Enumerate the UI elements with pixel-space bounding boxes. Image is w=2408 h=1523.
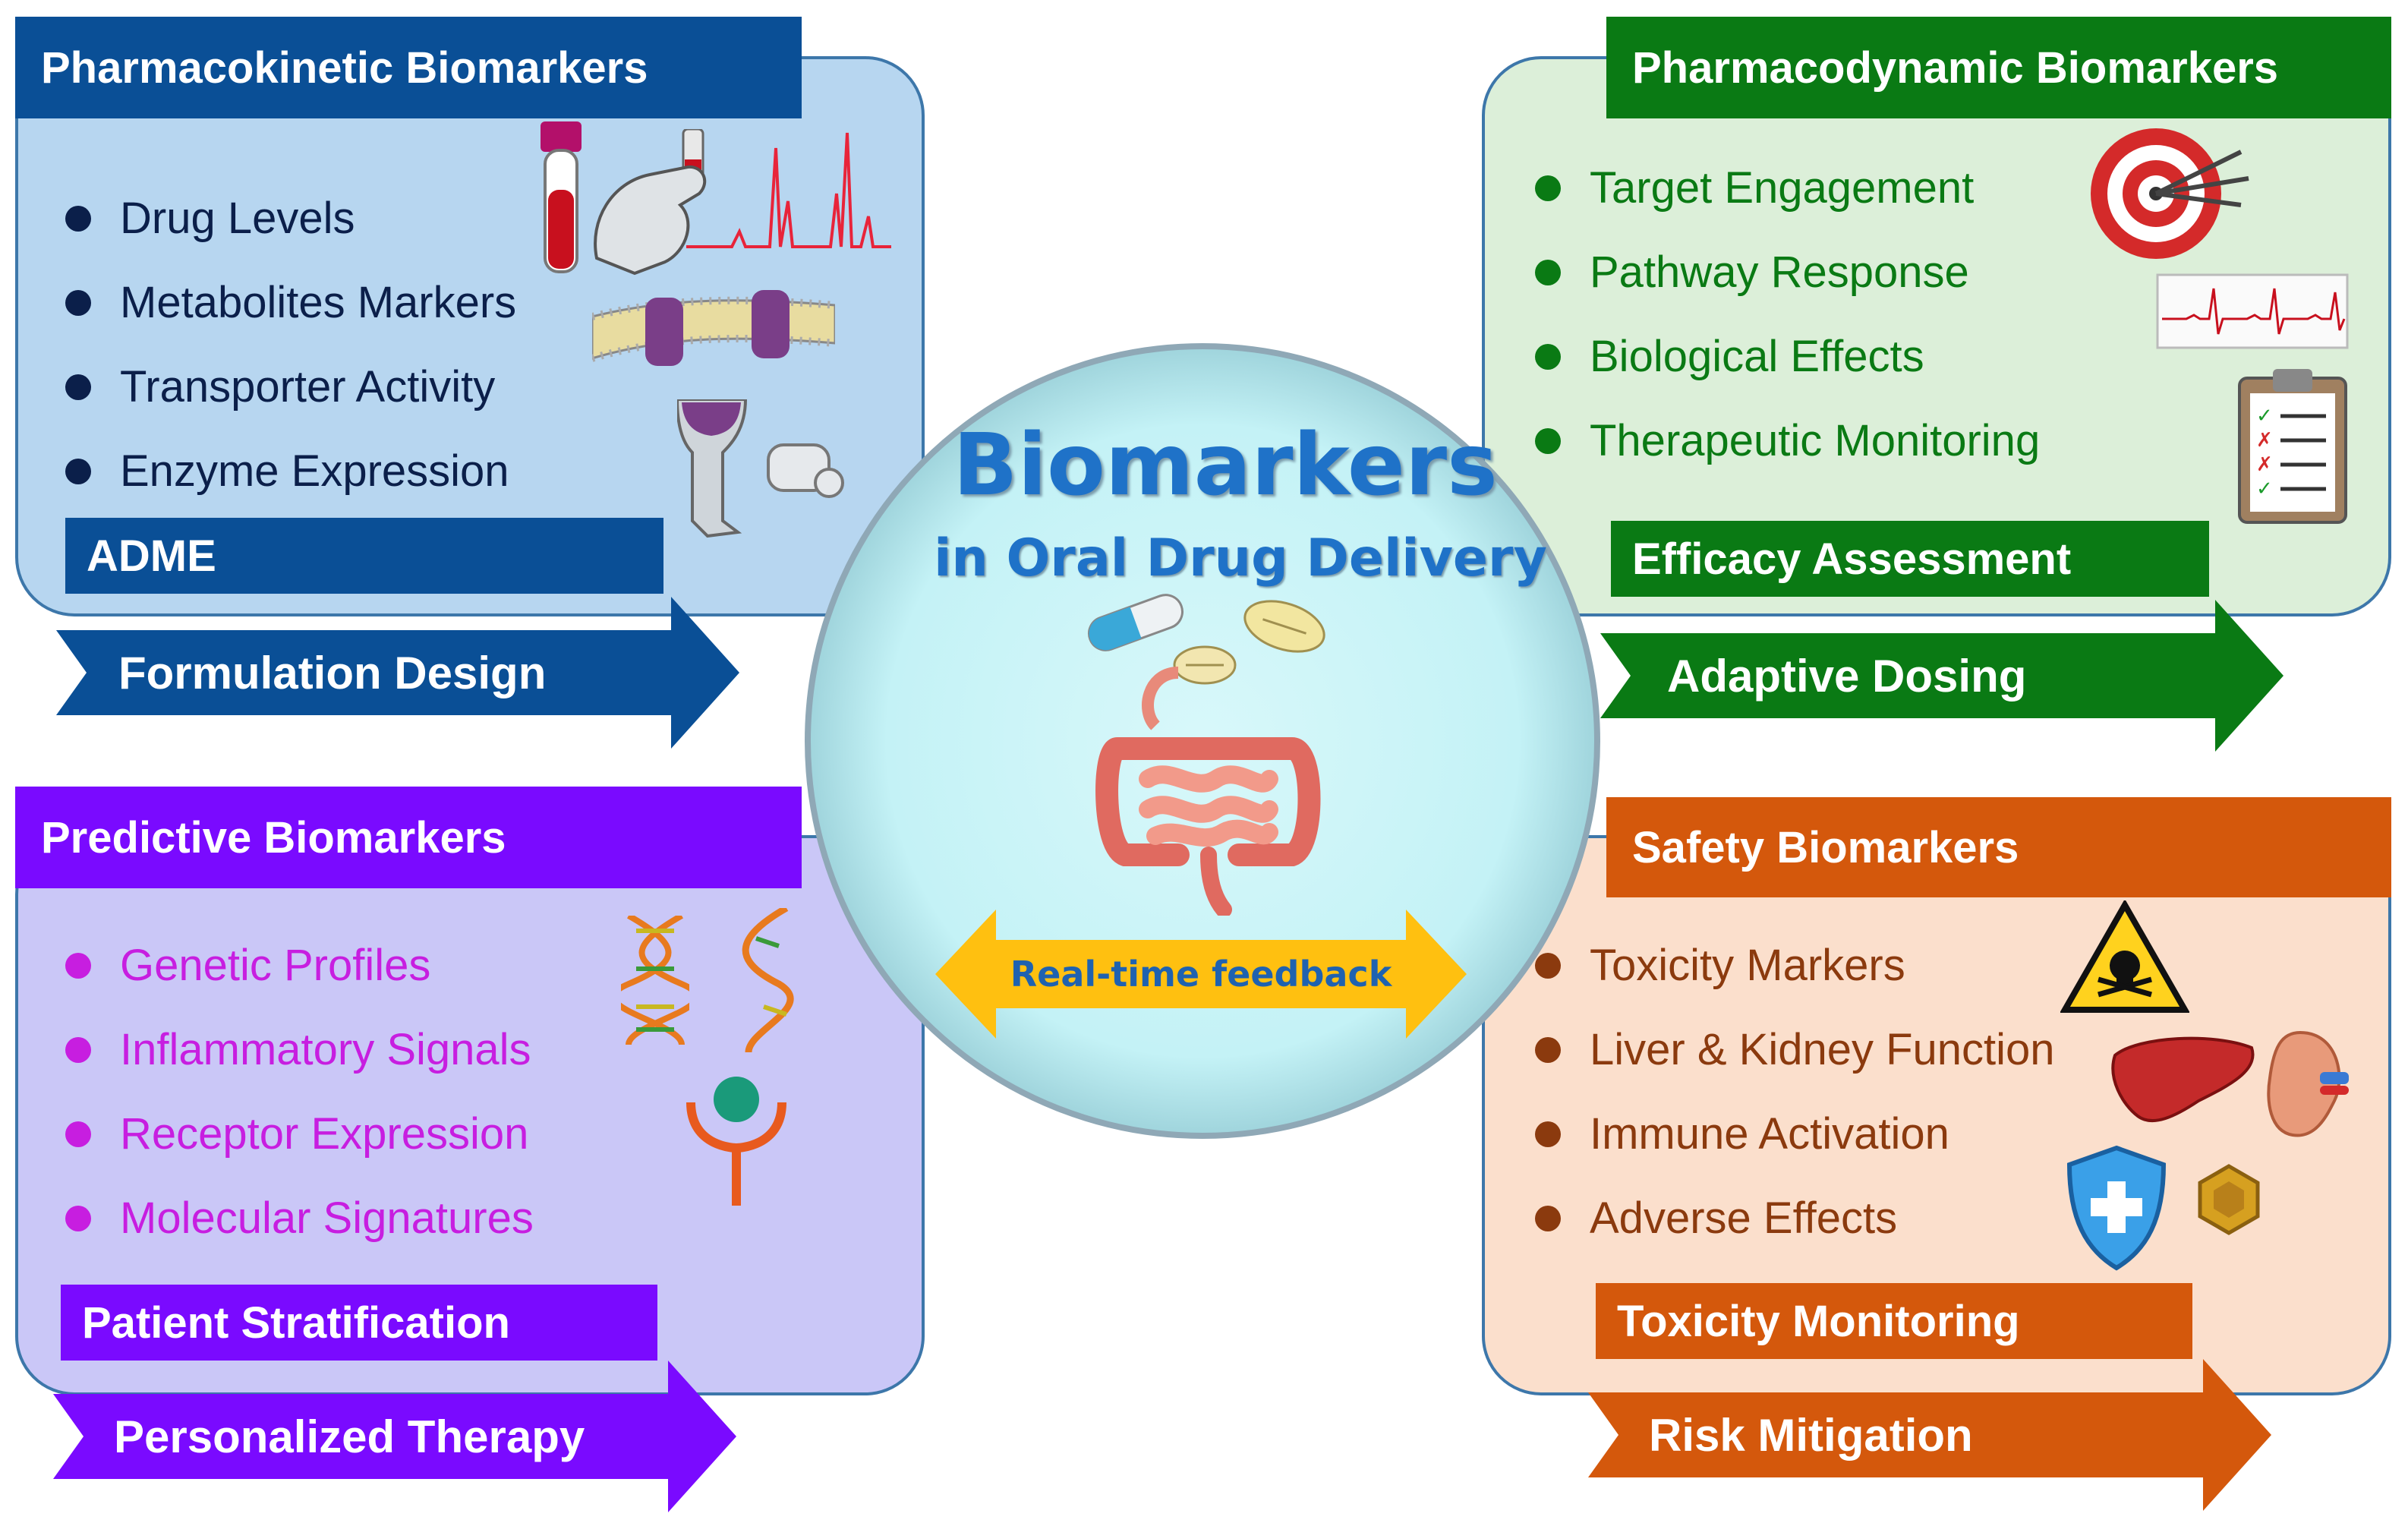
pd-arrow xyxy=(1600,600,2284,752)
bullet-icon xyxy=(65,374,91,400)
feedback-double-arrow xyxy=(935,910,1467,1039)
safety-arrow-label: Risk Mitigation xyxy=(1649,1409,1973,1461)
pd-arrow-label: Adaptive Dosing xyxy=(1667,650,2027,702)
pharmacokinetic-header: Pharmacokinetic Biomarkers xyxy=(15,17,802,118)
bullet-icon xyxy=(1535,952,1561,979)
center-subtitle: in Oral Drug Delivery xyxy=(934,528,1547,588)
bullet-icon xyxy=(65,289,91,316)
safety-arrow xyxy=(1588,1359,2271,1511)
rna-strand-icon xyxy=(742,908,794,1052)
safety-item-immune: Immune Activation xyxy=(1535,1108,1949,1159)
pk-adme-label: ADME xyxy=(65,518,663,594)
pk-arrow xyxy=(56,597,739,749)
clipboard-checklist-icon: ✓ ✗ ✗ ✓ xyxy=(2238,369,2347,524)
intestine-icon xyxy=(1095,667,1321,916)
bullet-icon xyxy=(1535,1121,1561,1147)
pd-item-target-engagement: Target Engagement xyxy=(1535,162,1974,213)
virus-cell-icon xyxy=(2198,1164,2260,1235)
bullet-icon xyxy=(65,458,91,484)
pred-item-receptor: Receptor Expression xyxy=(65,1108,528,1159)
svg-text:✓: ✓ xyxy=(2256,405,2273,427)
enzyme-icon xyxy=(677,399,844,538)
oval-tablet-icon xyxy=(1243,600,1325,653)
ecg-trace-icon xyxy=(2156,273,2349,349)
bullet-icon xyxy=(1535,1205,1561,1231)
pd-efficacy-label: Efficacy Assessment xyxy=(1611,521,2209,597)
pred-item-genetic: Genetic Profiles xyxy=(65,940,430,991)
target-icon xyxy=(2091,128,2249,259)
bullet-icon xyxy=(65,1036,91,1063)
bullet-icon xyxy=(1535,175,1561,201)
receptor-icon xyxy=(686,1077,786,1206)
pd-item-pathway: Pathway Response xyxy=(1535,247,1969,298)
bullet-icon xyxy=(65,205,91,232)
gloved-hand-sample-icon xyxy=(594,129,707,276)
safety-header: Safety Biomarkers xyxy=(1606,797,2391,897)
bullet-icon xyxy=(1535,259,1561,285)
pk-item-drug-levels: Drug Levels xyxy=(65,193,355,244)
bullet-icon xyxy=(1535,427,1561,454)
pk-arrow-label: Formulation Design xyxy=(118,647,547,698)
hazard-skull-icon xyxy=(2060,900,2189,1013)
pd-item-biological: Biological Effects xyxy=(1535,331,1924,382)
pred-stratification-label: Patient Stratification xyxy=(61,1285,657,1361)
safety-toxicity-monitoring-label: Toxicity Monitoring xyxy=(1596,1283,2192,1359)
svg-text:✗: ✗ xyxy=(2256,453,2273,476)
shield-icon xyxy=(2066,1145,2167,1271)
safety-item-adverse: Adverse Effects xyxy=(1535,1193,1897,1244)
pharmacodynamic-header: Pharmacodynamic Biomarkers xyxy=(1606,17,2391,118)
safety-item-toxicity: Toxicity Markers xyxy=(1535,940,1905,991)
bullet-icon xyxy=(65,1121,91,1147)
pk-item-enzyme: Enzyme Expression xyxy=(65,446,509,497)
predictive-header: Predictive Biomarkers xyxy=(15,787,802,888)
blood-tube-icon xyxy=(541,121,582,273)
bullet-icon xyxy=(1535,343,1561,370)
svg-text:✓: ✓ xyxy=(2256,478,2273,500)
pred-arrow xyxy=(53,1361,736,1512)
svg-text:✗: ✗ xyxy=(2256,429,2273,452)
capsule-icon xyxy=(1088,594,1184,651)
cell-membrane-transporter-icon xyxy=(592,290,835,366)
pd-item-therapeutic: Therapeutic Monitoring xyxy=(1535,415,2040,466)
safety-item-liver-kidney: Liver & Kidney Function xyxy=(1535,1024,2055,1075)
pred-item-molecular: Molecular Signatures xyxy=(65,1193,534,1244)
bullet-icon xyxy=(65,1205,91,1231)
pk-item-metabolites: Metabolites Markers xyxy=(65,277,516,328)
kidney-icon xyxy=(2267,1030,2349,1137)
dna-icon xyxy=(621,916,689,1045)
center-title: Biomarkers xyxy=(953,416,1498,515)
liver-icon xyxy=(2111,1036,2255,1123)
bullet-icon xyxy=(1535,1036,1561,1063)
pred-item-inflammatory: Inflammatory Signals xyxy=(65,1024,531,1075)
chromatogram-icon xyxy=(686,132,891,248)
bullet-icon xyxy=(65,952,91,979)
pred-arrow-label: Personalized Therapy xyxy=(114,1411,585,1462)
pk-item-transporter: Transporter Activity xyxy=(65,361,495,412)
round-tablet-icon xyxy=(1173,645,1237,685)
feedback-label: Real-time feedback xyxy=(1010,954,1392,995)
